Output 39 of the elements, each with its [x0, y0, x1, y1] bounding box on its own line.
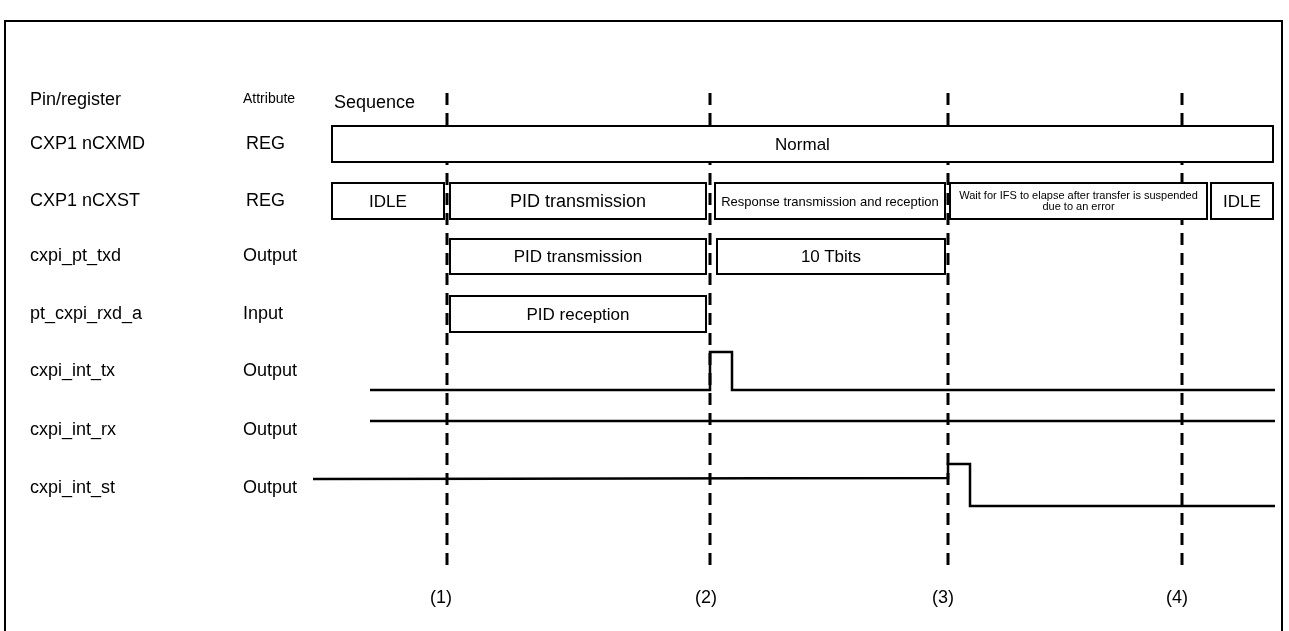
sequence-number: (4)	[1166, 587, 1188, 609]
state-box	[449, 295, 707, 333]
signal-name: cxpi_pt_txd	[30, 245, 122, 267]
signal-attribute: Output	[243, 245, 298, 267]
state-label: PID transmission	[509, 192, 646, 210]
column-header: Sequence	[334, 92, 416, 114]
state-box	[449, 182, 707, 220]
signal-name: CXP1 nCXST	[30, 190, 141, 212]
state-label: Response transmission and reception	[721, 194, 939, 208]
sequence-number: (1)	[430, 587, 452, 609]
state-label: PID transmission	[513, 248, 643, 265]
state-label: IDLE	[1223, 192, 1261, 210]
state-box	[714, 182, 946, 220]
signal-attribute: Input	[243, 303, 284, 325]
state-box	[331, 182, 445, 220]
signal-attribute: Output	[243, 477, 298, 499]
signal-attribute: REG	[246, 190, 285, 212]
signal-name: CXP1 nCXMD	[30, 133, 146, 155]
signal-attribute: Output	[243, 419, 298, 441]
state-box	[949, 182, 1208, 220]
state-label: IDLE	[369, 192, 407, 210]
state-box	[1210, 182, 1274, 220]
state-label: PID reception	[526, 305, 630, 323]
signal-name: cxpi_int_tx	[30, 360, 116, 382]
signal-attribute: REG	[246, 133, 285, 155]
state-label: Normal	[775, 135, 830, 153]
state-box	[449, 238, 707, 275]
signal-name: pt_cxpi_rxd_a	[30, 303, 143, 325]
sequence-number: (2)	[695, 587, 717, 609]
signal-name: cxpi_int_st	[30, 477, 116, 499]
column-header: Attribute	[243, 89, 296, 106]
signal-attribute: Output	[243, 360, 298, 382]
column-header: Pin/register	[30, 89, 122, 111]
state-box	[716, 238, 946, 275]
sequence-number: (3)	[932, 587, 954, 609]
signal-name: cxpi_int_rx	[30, 419, 117, 441]
state-label: 10 Tbits	[800, 248, 862, 265]
state-box	[331, 125, 1274, 163]
state-label: Wait for IFS to elapse after transfer is suspended due to an error	[958, 190, 1199, 212]
